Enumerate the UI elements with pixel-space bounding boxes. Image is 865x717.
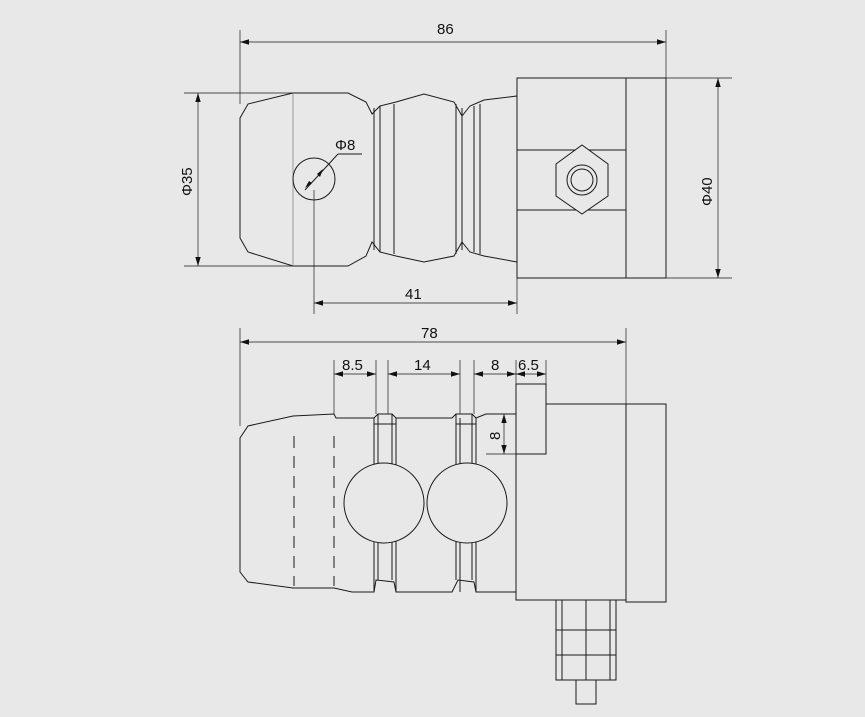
side-housing-flange [625,403,667,603]
hole-dim-arrow-a [305,181,312,188]
dim-overall-length-top: 86 [437,21,454,38]
hex-nut-bore-inner [570,168,594,192]
dim-hole-to-housing: 41 [405,286,422,303]
side-body-outline [239,413,517,593]
dim-segment-1: 8.5 [342,357,363,374]
dim-body-diameter: Φ35 [179,167,196,196]
gauge-circle-right [426,462,508,544]
dim-hole-diameter: Φ8 [335,137,355,154]
gauge-circle-left [343,462,425,544]
connector-pin [575,679,597,705]
dim-overall-length-side: 78 [421,325,438,342]
hex-nut-bore-outer [566,164,598,196]
dim-step-height: 8 [487,432,504,440]
side-view: 78 8.5 14 8 6.5 8 [239,325,667,705]
dim-housing-diameter: Φ40 [699,177,716,206]
dim-segment-3: 8 [491,357,499,374]
dim-segment-4: 6.5 [518,357,539,374]
side-step-block [515,383,547,455]
top-body-outline [239,92,518,267]
top-housing [516,77,667,279]
top-view: Φ8 86 Φ35 Φ40 41 [179,21,732,314]
hex-nut [555,144,609,215]
dim-segment-2: 14 [414,357,431,374]
hole-dim-arrow-b [317,169,323,177]
